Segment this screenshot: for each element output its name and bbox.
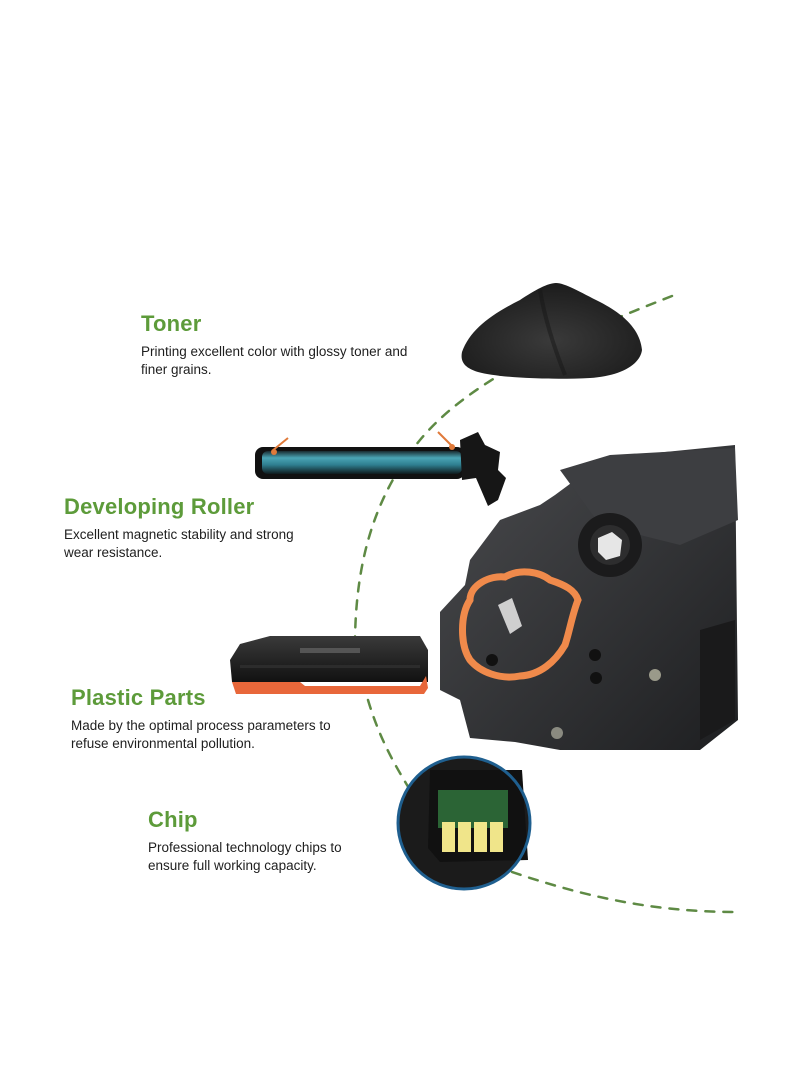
feature-description: Printing excellent color with glossy ton…: [141, 343, 407, 379]
description-line: Printing excellent color with glossy ton…: [141, 344, 408, 359]
description-line: Professional technology chips to: [148, 840, 342, 855]
plastic-parts-cartridge-image: [230, 636, 428, 694]
feature-developing-roller: Developing Roller Excellent magnetic sta…: [64, 494, 294, 562]
feature-toner: Toner Printing excellent color with glos…: [141, 311, 407, 379]
chip-closeup-image: [396, 755, 532, 891]
description-line: finer grains.: [141, 362, 212, 377]
feature-description: Made by the optimal process parameters t…: [71, 717, 331, 753]
main-cartridge-image: [440, 445, 738, 750]
description-line: Made by the optimal process parameters t…: [71, 718, 331, 733]
description-line: wear resistance.: [64, 545, 163, 560]
description-line: ensure full working capacity.: [148, 858, 317, 873]
description-line: refuse environmental pollution.: [71, 736, 255, 751]
feature-title: Plastic Parts: [71, 685, 206, 710]
feature-description: Excellent magnetic stability and strong …: [64, 526, 294, 562]
toner-powder-image: [461, 283, 642, 379]
description-line: Excellent magnetic stability and strong: [64, 527, 294, 542]
developing-roller-image: [255, 431, 506, 506]
feature-chip: Chip Professional technology chips to en…: [148, 807, 342, 875]
feature-plastic-parts: Plastic Parts Made by the optimal proces…: [71, 685, 331, 753]
feature-title: Developing Roller: [64, 494, 255, 519]
feature-title: Toner: [141, 311, 202, 336]
feature-title: Chip: [148, 807, 198, 832]
feature-description: Professional technology chips to ensure …: [148, 839, 342, 875]
